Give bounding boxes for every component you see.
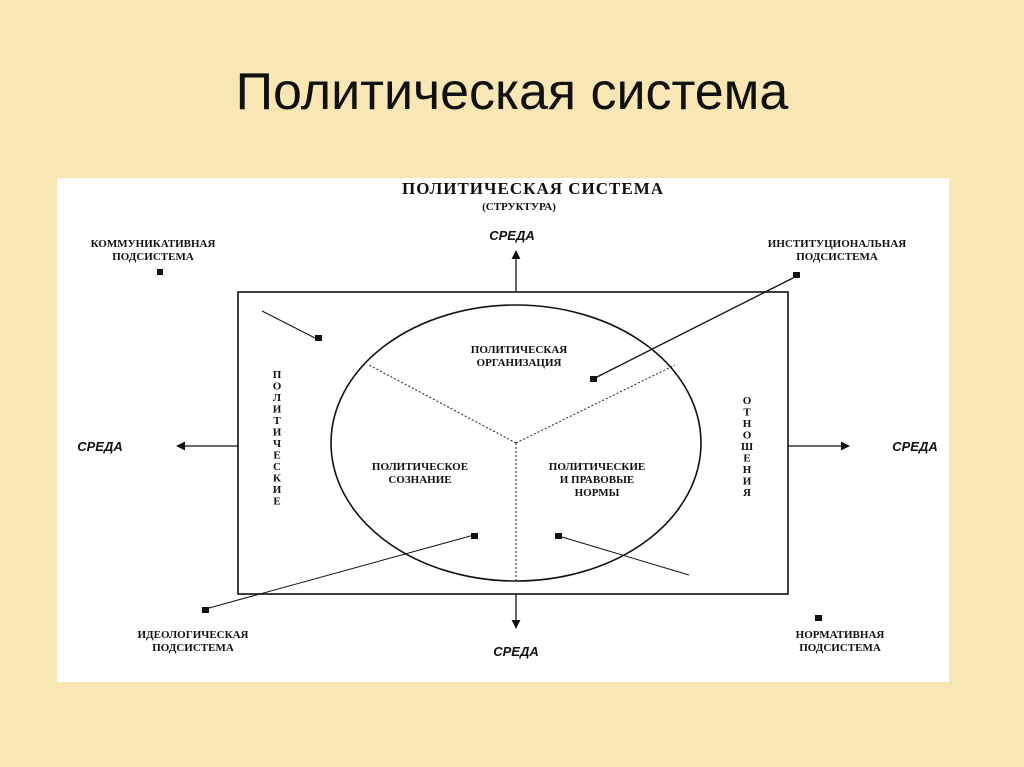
diagram-figure: ПОЛИТИЧЕСКАЯ СИСТЕМА (СТРУКТУРА) СРЕДА С…	[57, 178, 949, 682]
side-right-letter: Н	[743, 464, 752, 476]
sector-organization-line2: ОРГАНИЗАЦИЯ	[477, 357, 562, 369]
side-right-letter: Т	[743, 407, 751, 419]
pointer-communicative	[261, 310, 316, 339]
side-left-letter: Ч	[273, 438, 281, 450]
diagram-svg: ПОЛИТИЧЕСКАЯ СИСТЕМА (СТРУКТУРА) СРЕДА С…	[77, 179, 938, 659]
side-left-letter: Е	[273, 450, 280, 462]
side-right-letter: Ш	[741, 441, 753, 453]
marker-communicative-inner	[315, 335, 322, 341]
side-right-letter: О	[743, 430, 752, 442]
slide-title: Политическая система	[235, 63, 789, 121]
side-label-political: ПОЛИТИЧЕСКИЕ	[273, 369, 282, 508]
side-left-letter: Л	[273, 392, 282, 404]
sector-organization-line1: ПОЛИТИЧЕСКАЯ	[471, 344, 567, 356]
subsystem-institutional-line2: ПОДСИСТЕМА	[796, 251, 878, 263]
subsystem-ideological-line1: ИДЕОЛОГИЧЕСКАЯ	[138, 629, 249, 641]
marker-ideological-inner	[471, 533, 478, 539]
subsystem-ideological-line2: ПОДСИСТЕМА	[152, 642, 234, 654]
side-left-letter: О	[273, 381, 282, 393]
pointer-normative	[561, 536, 690, 576]
side-right-letter: Н	[743, 418, 752, 430]
subsystem-institutional-line1: ИНСТИТУЦИОНАЛЬНАЯ	[768, 238, 906, 250]
sector-consciousness-line2: СОЗНАНИЕ	[388, 474, 451, 486]
side-left-letter: Т	[273, 415, 281, 427]
diagram-title: ПОЛИТИЧЕСКАЯ СИСТЕМА	[402, 179, 664, 198]
sector-norms-line1: ПОЛИТИЧЕСКИЕ	[549, 461, 645, 473]
side-left-letter: Е	[273, 496, 280, 508]
marker-normative-inner	[555, 533, 562, 539]
marker-institutional-inner	[590, 376, 597, 382]
side-right-letter: Я	[743, 487, 751, 499]
subsystem-normative-line2: ПОДСИСТЕМА	[799, 642, 881, 654]
subsystem-communicative-line1: КОММУНИКАТИВНАЯ	[91, 238, 216, 250]
side-left-letter: И	[273, 404, 282, 416]
env-right-label: СРЕДА	[892, 439, 938, 454]
env-left-label: СРЕДА	[77, 439, 123, 454]
subsystem-communicative-line2: ПОДСИСТЕМА	[112, 251, 194, 263]
pointer-institutional	[592, 277, 794, 380]
sector-norms-line2: И ПРАВОВЫЕ	[560, 474, 635, 486]
side-left-letter: И	[273, 484, 282, 496]
marker-ideological	[202, 607, 209, 613]
side-left-letter: И	[273, 427, 282, 439]
divider-right	[515, 364, 676, 444]
side-left-letter: П	[273, 369, 282, 381]
side-left-letter: К	[273, 473, 281, 485]
system-frame	[237, 291, 789, 595]
side-left-letter: С	[273, 461, 281, 473]
env-top-label: СРЕДА	[489, 228, 535, 243]
pointer-ideological	[208, 534, 475, 609]
subsystem-normative-line1: НОРМАТИВНАЯ	[796, 629, 885, 641]
marker-normative	[815, 615, 822, 621]
side-right-letter: О	[743, 395, 752, 407]
marker-communicative	[157, 269, 163, 275]
env-bottom-label: СРЕДА	[493, 644, 539, 659]
diagram-subtitle: (СТРУКТУРА)	[482, 201, 556, 213]
divider-left	[368, 364, 517, 444]
side-right-letter: И	[743, 476, 752, 488]
sector-norms-line3: НОРМЫ	[575, 487, 620, 499]
side-right-letter: Е	[743, 453, 750, 465]
sector-consciousness-line1: ПОЛИТИЧЕСКОЕ	[372, 461, 468, 473]
marker-institutional	[793, 272, 800, 278]
